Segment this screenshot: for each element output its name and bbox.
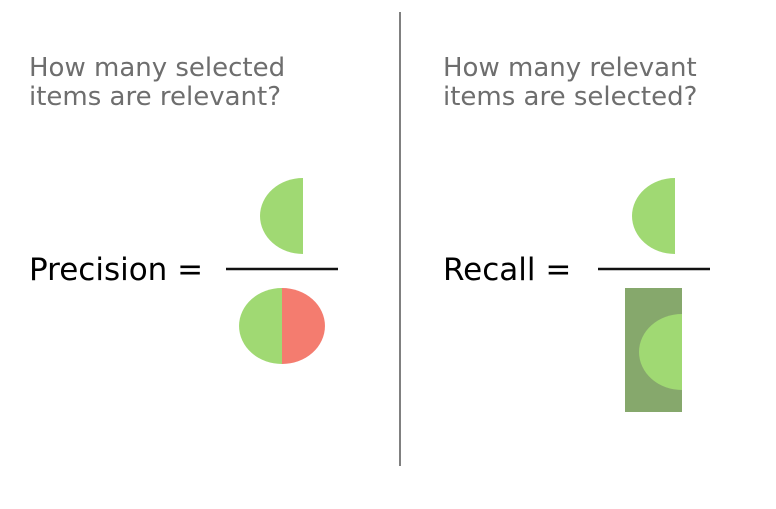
recall-panel: How many relevant items are selected? Re… (443, 53, 710, 412)
recall-formula-label: Recall = (443, 252, 571, 288)
precision-question-line2: items are relevant? (29, 82, 281, 112)
recall-denominator-true-positives (639, 314, 682, 390)
recall-numerator-true-positives (632, 178, 675, 254)
precision-formula-label: Precision = (29, 252, 203, 288)
recall-question-line1: How many relevant (443, 53, 697, 83)
precision-numerator-true-positives (260, 178, 303, 254)
recall-question-line2: items are selected? (443, 82, 697, 112)
precision-denominator-false-positives (282, 288, 325, 364)
precision-denominator-true-positives (239, 288, 282, 364)
precision-question-line1: How many selected (29, 53, 285, 83)
precision-panel: How many selected items are relevant? Pr… (29, 53, 338, 364)
